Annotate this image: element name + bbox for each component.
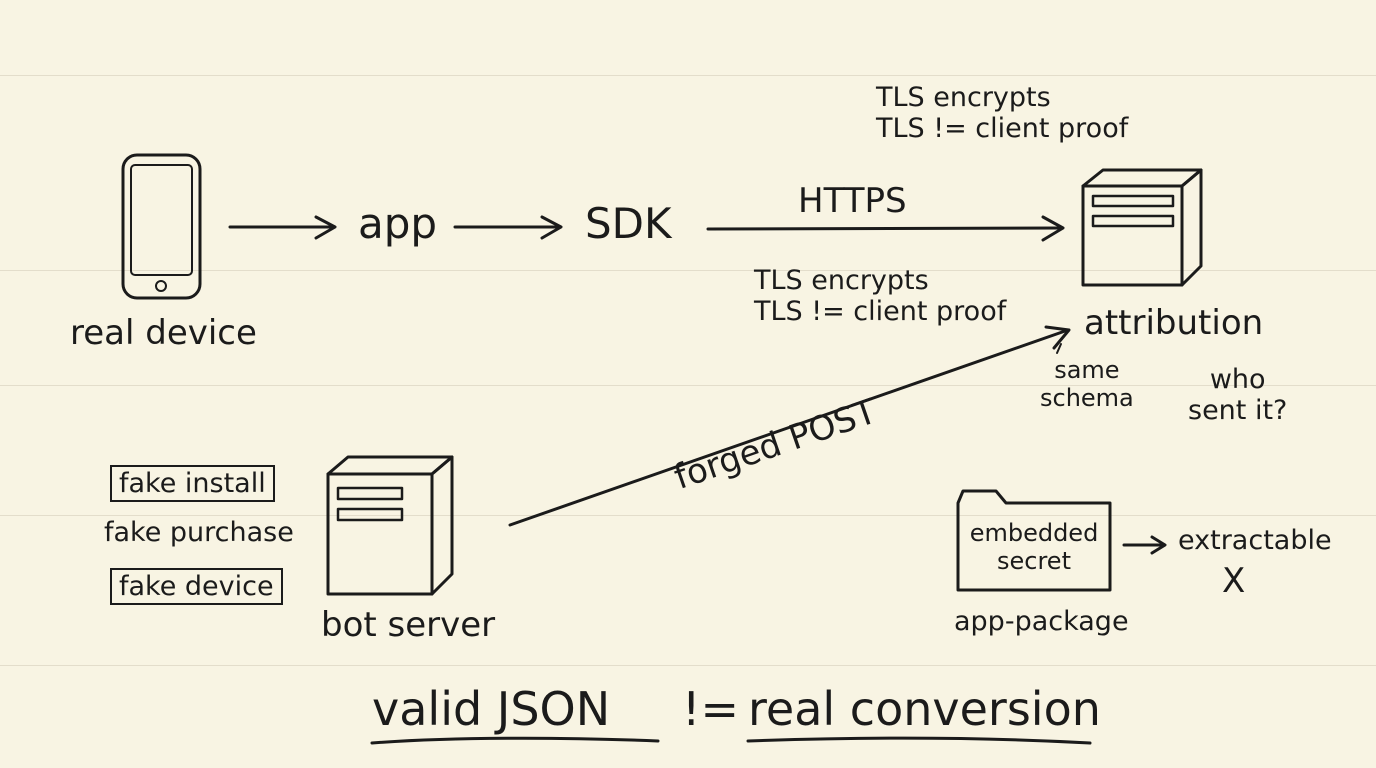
paper-rule (0, 270, 1376, 271)
node-bot-server: bot server (321, 605, 496, 645)
annotation-extractable: extractable (1178, 525, 1332, 556)
edge-label-https: HTTPS (798, 181, 907, 221)
conclusion-left: valid JSON (372, 682, 611, 736)
underline-valid-json (370, 736, 660, 745)
arrow-device-to-app (228, 215, 337, 240)
node-attribution: attribution (1084, 303, 1264, 343)
fake-event-install: fake install (110, 465, 275, 503)
cross-mark: X (1222, 561, 1246, 601)
arrow-forged-post (508, 325, 1071, 527)
paper-rule (0, 385, 1376, 386)
annotation-tick (1056, 343, 1062, 354)
fake-event-device: fake device (110, 568, 283, 606)
paper-rule (0, 665, 1376, 666)
node-real-device: real device (70, 313, 257, 353)
paper-rule (0, 515, 1376, 516)
node-app-package: app-package (954, 606, 1129, 637)
conclusion-operator: != (682, 682, 739, 736)
underline-real-conversion (746, 736, 1092, 745)
fake-event-purchase: fake purchase (104, 517, 294, 548)
attribution-server-icon (1081, 168, 1203, 287)
arrow-app-to-sdk (453, 215, 563, 240)
tls-note-upper: TLS encrypts TLS != client proof (876, 82, 1129, 145)
phone-icon (121, 153, 202, 300)
conclusion-right: real conversion (748, 682, 1101, 736)
node-sdk: SDK (585, 199, 672, 248)
node-app: app (358, 199, 438, 248)
tls-note-lower: TLS encrypts TLS != client proof (754, 265, 1007, 328)
folder-icon (956, 489, 1112, 592)
annotation-same-schema: same schema (1040, 356, 1134, 412)
annotation-embedded-secret: embedded secret (969, 519, 1099, 575)
arrow-secret-to-extractable (1122, 535, 1167, 555)
annotation-who-sent-it: who sent it? (1188, 364, 1288, 427)
arrow-sdk-to-attribution (706, 215, 1065, 242)
bot-server-icon (326, 455, 454, 596)
paper-rule (0, 75, 1376, 76)
